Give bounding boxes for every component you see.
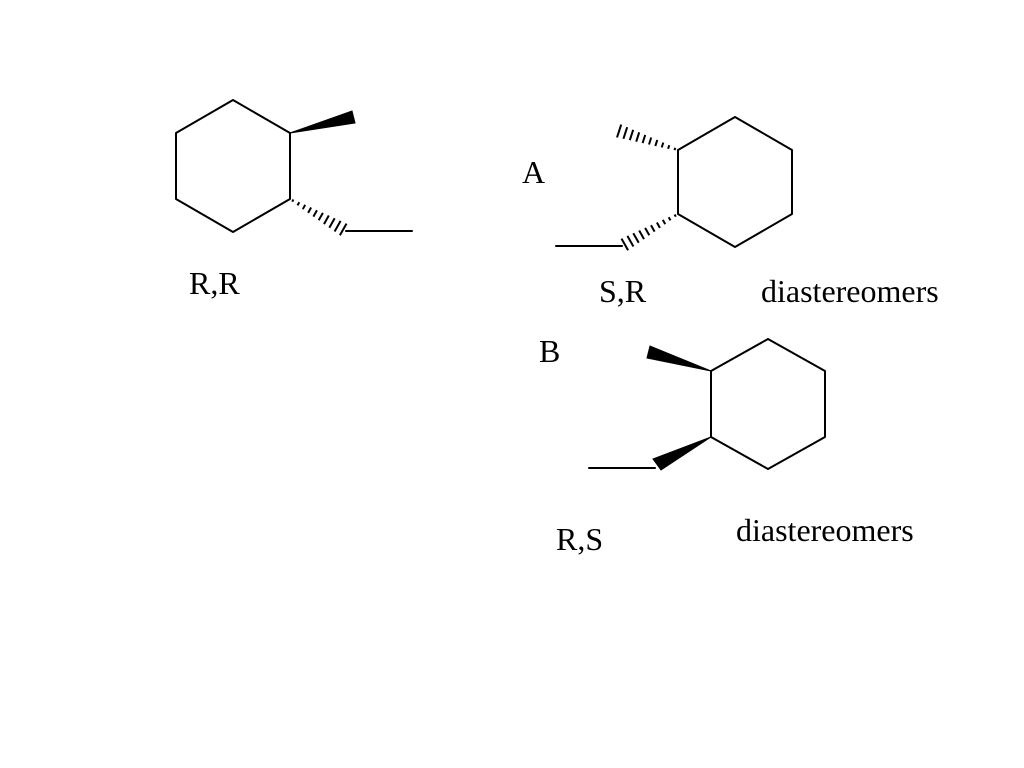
hash-stroke [620,238,629,251]
hash-stroke [644,227,651,236]
relation-label-a: diastereomers [761,273,939,309]
hash-stroke [632,232,640,244]
hash-stroke [648,137,653,145]
hash-stroke [339,223,348,236]
hash-stroke [291,199,295,203]
hash-stroke [301,204,307,210]
hash-stroke [317,212,324,221]
methyl-wedge-bond [289,110,356,134]
hash-stroke [328,217,336,229]
hash-stroke [667,216,672,221]
hash-stroke [656,222,661,229]
hash-stroke [307,207,312,214]
methyl-hash-bond [616,124,677,151]
relation-label-b: diastereomers [736,512,914,548]
hash-stroke [616,124,623,138]
hash-stroke [333,220,342,232]
molecule-a: A S,R diastereomers [522,116,939,309]
hash-stroke [312,209,318,218]
molecule-reference: R,R [175,99,413,301]
hash-stroke [622,126,629,140]
hash-stroke [673,147,677,151]
hash-stroke [635,131,641,143]
stereo-descriptor-b: R,S [556,521,603,557]
hash-stroke [626,235,635,247]
stereo-descriptor-reference: R,R [189,265,240,301]
methyl-wedge-bond [646,345,712,372]
molecule-b: B R,S diastereomers [539,333,914,557]
hash-stroke [650,224,656,233]
ethyl-hash-bond [620,214,677,251]
hash-stroke [660,142,665,148]
ethyl-hash-bond [291,199,348,236]
hash-stroke [638,230,645,240]
hash-stroke [654,139,659,147]
molecule-letter-a: A [522,154,545,190]
molecule-letter-b: B [539,333,560,369]
hash-stroke [641,134,647,144]
hash-stroke [323,215,330,225]
hash-stroke [296,201,301,206]
hash-stroke [628,129,635,141]
stereo-descriptor-a: S,R [599,273,647,309]
cyclohexane-ring [710,338,826,470]
hash-stroke [673,214,677,218]
cyclohexane-ring [175,99,291,233]
hash-stroke [667,144,671,150]
ethyl-wedge-bond [652,436,712,471]
hash-stroke [661,219,667,225]
cyclohexane-ring [677,116,793,248]
